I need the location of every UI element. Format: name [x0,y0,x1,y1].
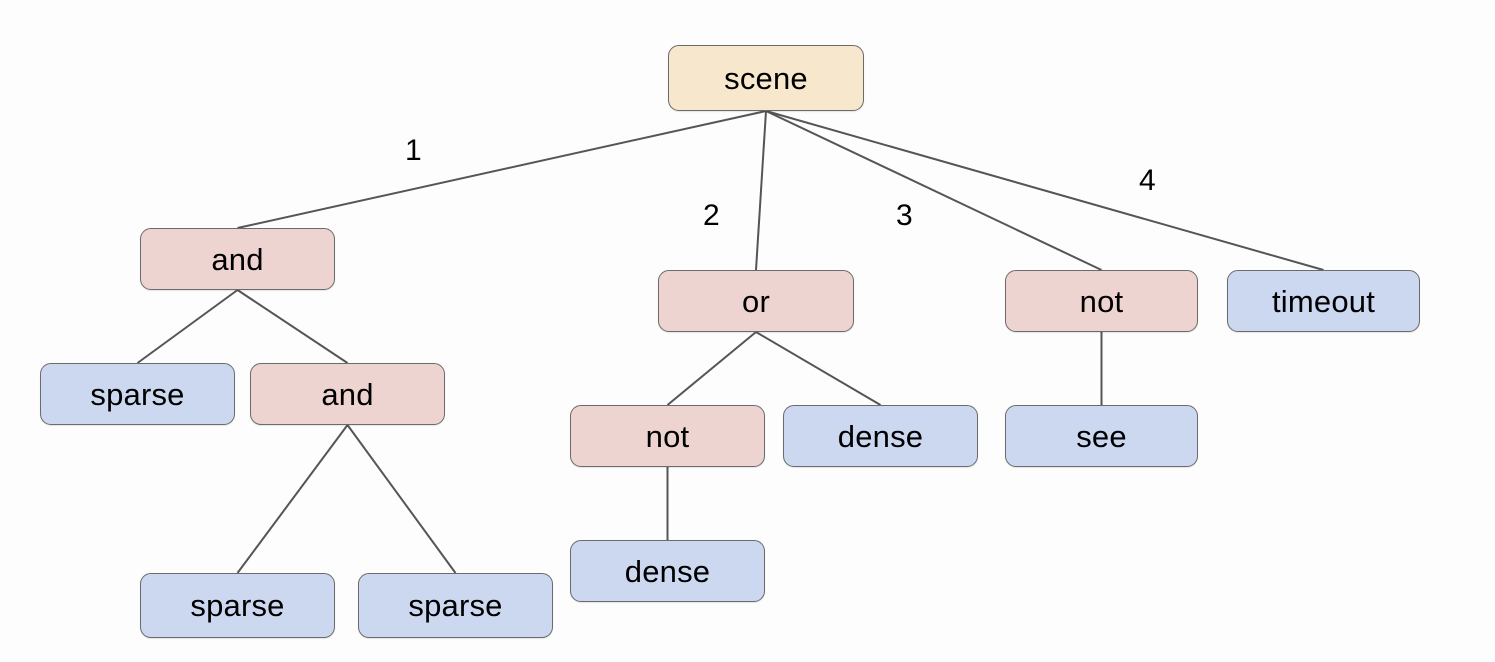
tree-node-sparse3[interactable]: sparse [358,573,553,638]
tree-edge [346,424,457,574]
tree-edge [666,331,757,406]
tree-node-dense1[interactable]: dense [783,405,978,467]
tree-node-dense2[interactable]: dense [570,540,765,602]
tree-node-and2[interactable]: and [250,363,445,425]
tree-node-not2[interactable]: not [570,405,765,467]
tree-node-not1[interactable]: not [1005,270,1198,332]
tree-edge [765,110,1324,271]
tree-edge [236,289,349,364]
tree-node-and1[interactable]: and [140,228,335,290]
tree-edge [136,289,239,364]
tree-node-scene[interactable]: scene [668,45,864,111]
tree-edge [236,424,349,574]
tree-edge [755,331,882,406]
edge-label-3: 3 [896,199,913,232]
tree-node-sparse1[interactable]: sparse [40,363,235,425]
edge-label-4: 4 [1139,164,1156,197]
edge-label-1: 1 [405,134,422,167]
tree-node-or1[interactable]: or [658,270,854,332]
tree-edge [237,110,767,229]
tree-edge [755,110,767,271]
edge-label-2: 2 [703,199,720,232]
tree-edge [765,110,1102,271]
tree-node-sparse2[interactable]: sparse [140,573,335,638]
tree-node-timeout1[interactable]: timeout [1227,270,1420,332]
tree-node-see1[interactable]: see [1005,405,1198,467]
